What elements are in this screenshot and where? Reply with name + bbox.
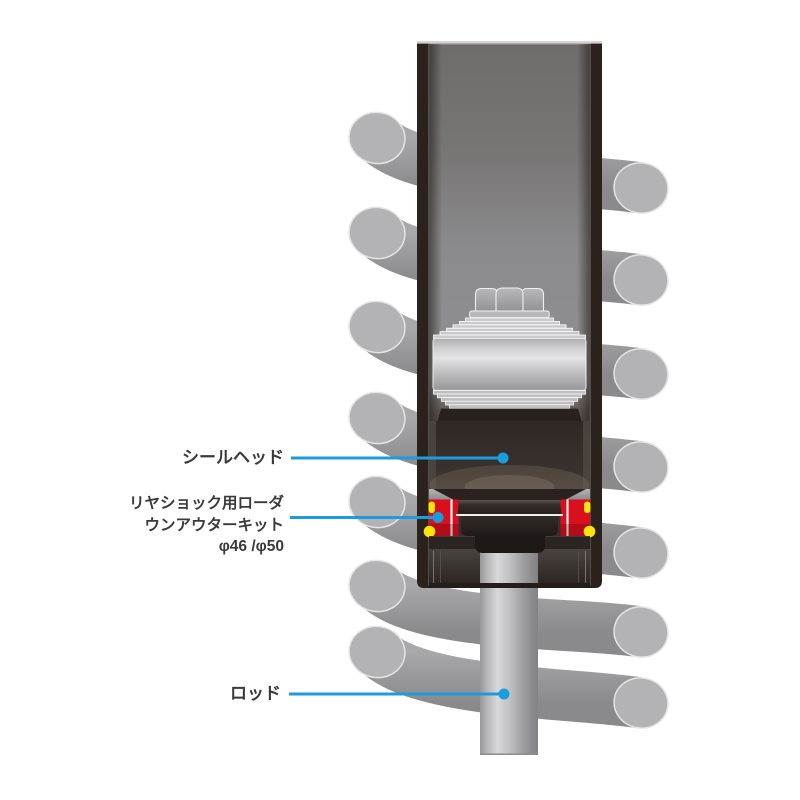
leader-dot-rod	[498, 688, 510, 700]
lowering-kit-label-line3: φ46 /φ50	[218, 538, 284, 555]
piston-assembly	[432, 287, 587, 421]
hex-nut-facet	[520, 287, 545, 313]
spring-coil-end	[348, 206, 406, 260]
kit-marker-dot-left	[423, 525, 436, 538]
spring-coil-end	[348, 475, 406, 529]
seal-head-edge-left	[429, 421, 436, 489]
rod-group	[429, 536, 590, 755]
spring-coil-end	[613, 162, 669, 214]
spring-coil-end	[613, 677, 669, 729]
kit-seal-right-strip	[560, 499, 567, 536]
spring-coil-end	[348, 300, 406, 354]
cylinder-top-rim	[417, 41, 602, 44]
seal-head-edge-right	[583, 421, 590, 489]
lowering-kit-label-line2: ウンアウターキット	[144, 516, 284, 534]
spring-coil-end	[613, 527, 669, 579]
rod-collar	[475, 536, 545, 553]
spring-coil-end	[613, 348, 669, 400]
spring-coil-end	[348, 111, 406, 165]
leader-dot-seal-head	[497, 452, 509, 464]
kit-seal-right-gap	[566, 499, 569, 536]
kit-seal-left-strip	[452, 499, 459, 536]
cup-lip	[457, 500, 562, 514]
piston-body	[432, 337, 587, 391]
cylinder-bottom-rim	[429, 583, 590, 588]
spring-coil-end	[613, 254, 669, 306]
lower-shim-stack	[433, 389, 586, 409]
upper-shim-stack	[433, 317, 586, 339]
kit-marker-dot-right	[583, 525, 596, 538]
spring-coil-end	[613, 606, 669, 658]
spring-coil-end	[348, 625, 406, 679]
kit-marker-pill-left	[428, 501, 435, 513]
rod-label: ロッド	[230, 684, 281, 703]
kit-marker-pill-right	[584, 501, 591, 513]
spring-coil-end	[613, 441, 669, 493]
hex-nut-flange	[469, 310, 550, 319]
rod-end-edge	[480, 753, 538, 755]
cup-highlight-line	[456, 514, 563, 516]
kit-seal-left-shade	[429, 524, 459, 536]
cup-body	[461, 516, 558, 536]
piston-retainer-band	[437, 408, 582, 421]
lowering-kit-label-line1: リヤショック用ローダ	[128, 495, 284, 512]
kit-seal-left-gap	[450, 499, 453, 536]
lowering-kit-label: リヤショック用ローダ ウンアウターキット φ46 /φ50	[0, 493, 284, 558]
rod-shaft	[480, 549, 538, 755]
kit-seal-right-shade	[560, 524, 590, 536]
leader-lines	[289, 452, 510, 700]
seal-head-block	[429, 421, 590, 489]
seal-head-label: シールヘッド	[182, 448, 284, 467]
spring-coil-end	[348, 391, 406, 445]
hex-nut-facet	[495, 287, 524, 313]
spring-coil-end	[348, 559, 406, 613]
hex-nut-facet	[474, 287, 499, 313]
leader-dot-kit	[432, 512, 444, 523]
lowering-kit	[423, 489, 596, 538]
seal-head-skirt	[433, 489, 586, 502]
